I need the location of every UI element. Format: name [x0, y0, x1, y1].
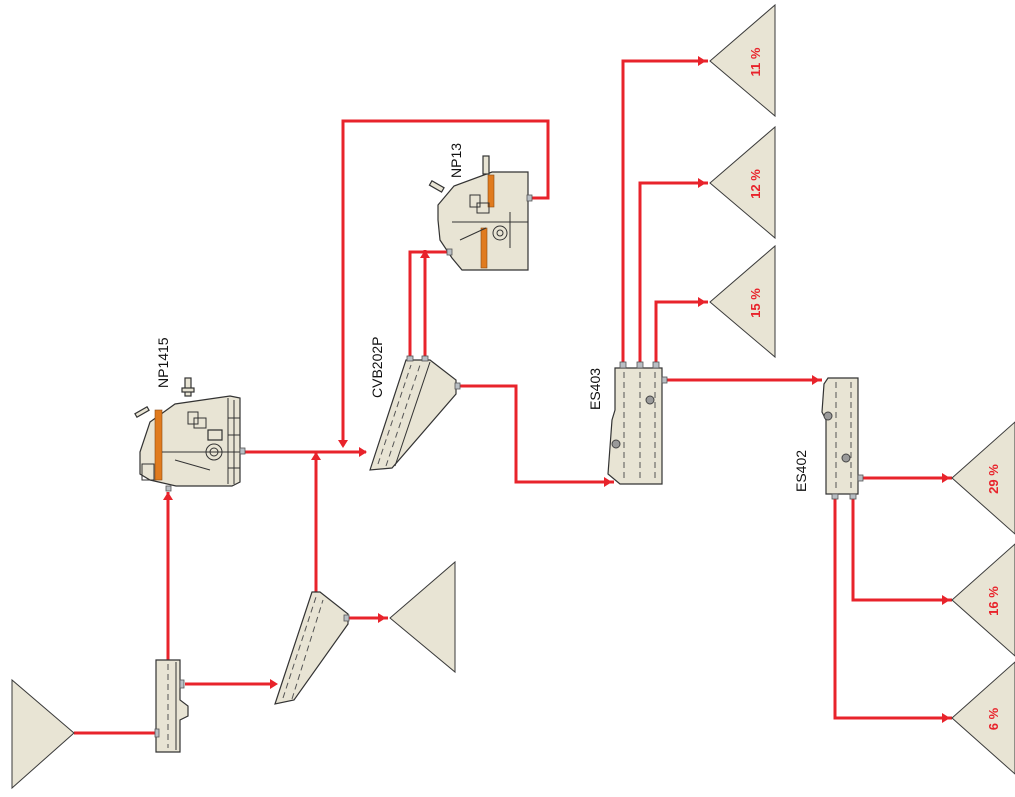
scalping-screen[interactable] [274, 591, 350, 705]
stockpile-reject [389, 560, 456, 674]
product-pct-15: 15 % [748, 288, 763, 318]
arrow-head [378, 613, 386, 623]
flow-cvb202p-to-np13-a [408, 250, 448, 360]
arrow-head [698, 56, 706, 66]
flow-es402-to-16 [851, 496, 952, 602]
arrow-head [698, 297, 706, 307]
arrow-head [338, 440, 348, 448]
product-pct-16: 16 % [986, 586, 1001, 616]
arrow-head [698, 178, 706, 188]
flow-lines [74, 59, 952, 735]
screen-es403[interactable]: ES403 [587, 361, 668, 485]
label-np13: NP13 [448, 143, 464, 178]
arrow-head [311, 452, 321, 460]
arrow-head [942, 713, 950, 723]
arrow-head [163, 492, 173, 500]
stockpile-product-6[interactable]: 6 % [951, 661, 1015, 775]
arrow-head [359, 447, 367, 457]
label-cvb202p: CVB202P [369, 337, 385, 398]
flow-np13-recirculation [341, 119, 550, 446]
flow-es403-to-11 [621, 59, 708, 365]
product-pct-6: 6 % [986, 707, 1001, 730]
arrow-head [270, 679, 278, 689]
arrow-head [942, 595, 950, 605]
arrow-head [420, 250, 430, 258]
product-pct-12: 12 % [748, 169, 763, 199]
stockpile-product-12[interactable]: 12 % [709, 125, 776, 240]
stockpile-product-16[interactable]: 16 % [951, 543, 1015, 657]
flow-es402-to-6 [833, 496, 952, 720]
screen-cvb202p[interactable]: CVB202P [369, 337, 461, 471]
arrow-head [812, 375, 820, 385]
flow-es403-to-12 [638, 181, 708, 365]
arrow-head [942, 473, 950, 483]
product-pct-11: 11 % [748, 47, 763, 76]
crusher-np1415[interactable]: NP1415 [134, 337, 246, 492]
flow-cvb202p-to-es403 [456, 384, 614, 484]
product-pct-29: 29 % [986, 464, 1001, 494]
flow-es403-to-15 [654, 300, 708, 365]
label-np1415: NP1415 [155, 337, 171, 388]
stockpile-product-15[interactable]: 15 % [709, 244, 776, 359]
label-es403: ES403 [587, 368, 603, 410]
vibrating-feeder[interactable] [154, 659, 189, 753]
stockpile-product-29[interactable]: 29 % [951, 421, 1015, 535]
label-es402: ES402 [793, 450, 809, 492]
stockpile-feed [11, 678, 75, 790]
stockpile-product-11[interactable]: 11 % [709, 3, 776, 118]
crusher-np13[interactable]: NP13 [428, 143, 533, 271]
arrow-head [604, 477, 612, 487]
screen-es402[interactable]: ES402 [793, 377, 864, 500]
